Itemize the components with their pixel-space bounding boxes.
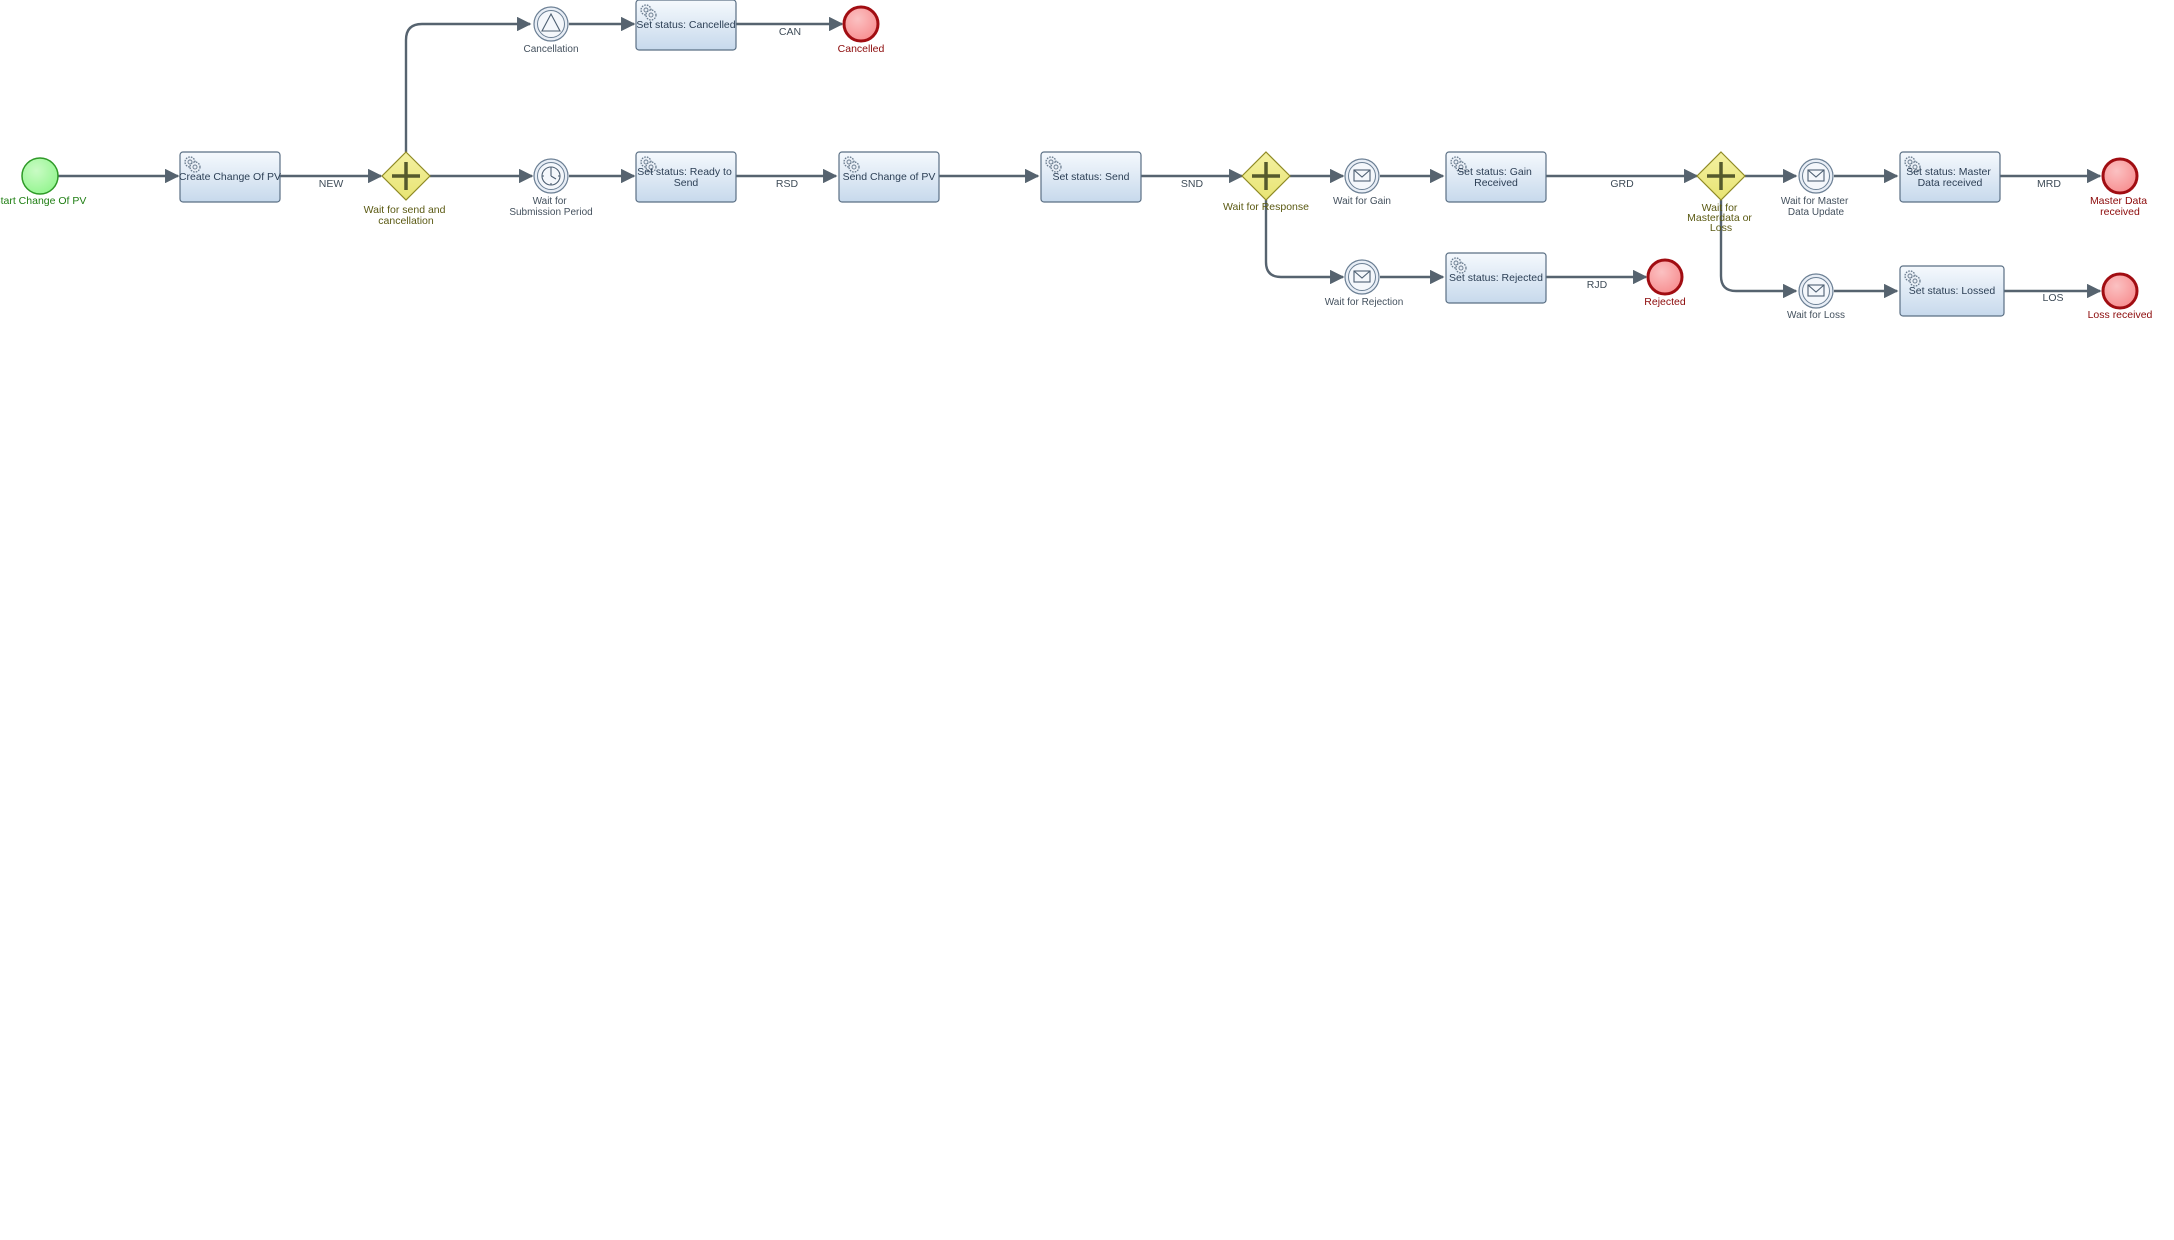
service-task-gear-icon (1450, 257, 1467, 274)
service-task-gear-icon (1450, 156, 1467, 173)
end-event-icon (2101, 272, 2139, 310)
end-event-label: Cancelled (838, 43, 885, 55)
task-label: Create Change Of PV (179, 171, 281, 183)
end-event-icon (2101, 157, 2139, 195)
service-task-gear-icon (1904, 156, 1921, 173)
task-label: Set status: Ready to Send (637, 166, 734, 189)
flow-label-rjd: RJD (1587, 279, 1608, 291)
task-send-change[interactable]: Send Change of PV (838, 151, 940, 203)
sequence-flows (58, 16, 2102, 299)
end-event-label: Loss received (2088, 309, 2153, 321)
start-event-icon (21, 157, 59, 195)
end-event-master-data-received[interactable]: Master Data received (2090, 157, 2150, 218)
task-set-gain-received[interactable]: Set status: Gain Received (1445, 151, 1547, 203)
timer-clock-icon (541, 166, 561, 186)
flow-label-rsd: RSD (776, 178, 799, 190)
task-set-master-data-received[interactable]: Set status: Master Data received (1899, 151, 2001, 203)
service-task-gear-icon (640, 156, 657, 173)
end-event-icon (1646, 258, 1684, 296)
start-event-label: Start Change Of PV (0, 195, 86, 207)
event-wait-for-gain[interactable]: Wait for Gain (1333, 158, 1391, 207)
event-label: Cancellation (523, 44, 578, 55)
flow-gateway-to-cancellation[interactable] (404, 16, 532, 152)
end-event-loss-received[interactable]: Loss received (2088, 272, 2153, 321)
flow-master-gateway-to-loss[interactable] (1719, 200, 1798, 299)
flow-label-snd: SND (1181, 178, 1204, 190)
task-set-lossed[interactable]: Set status: Lossed (1899, 265, 2005, 317)
flow-labels: NEW CAN RSD SND GRD RJD MRD LOS (319, 26, 2064, 304)
task-label: Set status: Master Data received (1906, 166, 1994, 189)
end-event-rejected[interactable]: Rejected (1644, 258, 1686, 308)
service-task-gear-icon (1045, 156, 1062, 173)
task-label: Set status: Send (1052, 171, 1129, 183)
event-label: Wait for Gain (1333, 196, 1391, 207)
task-label: Send Change of PV (843, 171, 936, 183)
task-label: Set status: Rejected (1449, 272, 1543, 284)
envelope-icon (1807, 169, 1825, 182)
task-label: Set status: Lossed (1909, 285, 1996, 297)
task-label: Set status: Cancelled (636, 19, 735, 31)
task-set-send[interactable]: Set status: Send (1040, 151, 1142, 203)
gateway-label: Wait for Masterdata or Loss (1687, 202, 1755, 234)
event-wait-master-data-update[interactable]: Wait for Master Data Update (1781, 158, 1851, 218)
event-label: Wait for Master Data Update (1781, 196, 1851, 218)
flow-label-grd: GRD (1610, 178, 1634, 190)
flow-label-can: CAN (779, 26, 801, 38)
signal-triangle-icon (541, 12, 561, 32)
end-event-icon (842, 5, 880, 43)
gateway-wait-masterdata-loss[interactable]: Wait for Masterdata or Loss (1687, 151, 1755, 234)
service-task-gear-icon (640, 4, 657, 21)
flow-label-mrd: MRD (2037, 178, 2061, 190)
gateway-wait-send-cancellation[interactable]: Wait for send and cancellation (364, 151, 449, 227)
flow-label-new: NEW (319, 178, 344, 190)
end-event-cancelled[interactable]: Cancelled (838, 5, 885, 55)
task-set-rejected[interactable]: Set status: Rejected (1445, 252, 1547, 304)
gateway-label: Wait for send and cancellation (364, 204, 449, 227)
service-task-gear-icon (184, 156, 201, 173)
event-cancellation[interactable]: Cancellation (523, 6, 579, 55)
event-wait-for-rejection[interactable]: Wait for Rejection (1325, 259, 1404, 308)
event-label: Wait for Loss (1787, 310, 1845, 321)
parallel-plus-icon (392, 162, 420, 190)
start-event[interactable]: Start Change Of PV (0, 157, 86, 207)
event-label: Wait for Rejection (1325, 297, 1404, 308)
service-task-gear-icon (843, 156, 860, 173)
task-set-cancelled[interactable]: Set status: Cancelled (635, 0, 737, 51)
parallel-plus-icon (1707, 162, 1735, 190)
task-label: Set status: Gain Received (1457, 166, 1535, 189)
envelope-icon (1353, 169, 1371, 182)
event-label: Wait for Submission Period (509, 196, 592, 218)
flow-label-los: LOS (2042, 292, 2063, 304)
end-event-label: Rejected (1644, 296, 1686, 308)
task-create-change[interactable]: Create Change Of PV (179, 151, 281, 203)
end-event-label: Master Data received (2090, 195, 2150, 218)
flow-response-to-rejection[interactable] (1264, 200, 1345, 285)
event-wait-for-loss[interactable]: Wait for Loss (1787, 273, 1845, 321)
envelope-icon (1353, 270, 1371, 283)
task-set-ready-to-send[interactable]: Set status: Ready to Send (635, 151, 737, 203)
event-wait-submission-period[interactable]: Wait for Submission Period (509, 158, 593, 218)
service-task-gear-icon (1904, 270, 1921, 287)
gateway-wait-response[interactable]: Wait for Response (1223, 151, 1309, 213)
parallel-plus-icon (1252, 162, 1280, 190)
envelope-icon (1807, 284, 1825, 297)
gateway-label: Wait for Response (1223, 201, 1309, 213)
